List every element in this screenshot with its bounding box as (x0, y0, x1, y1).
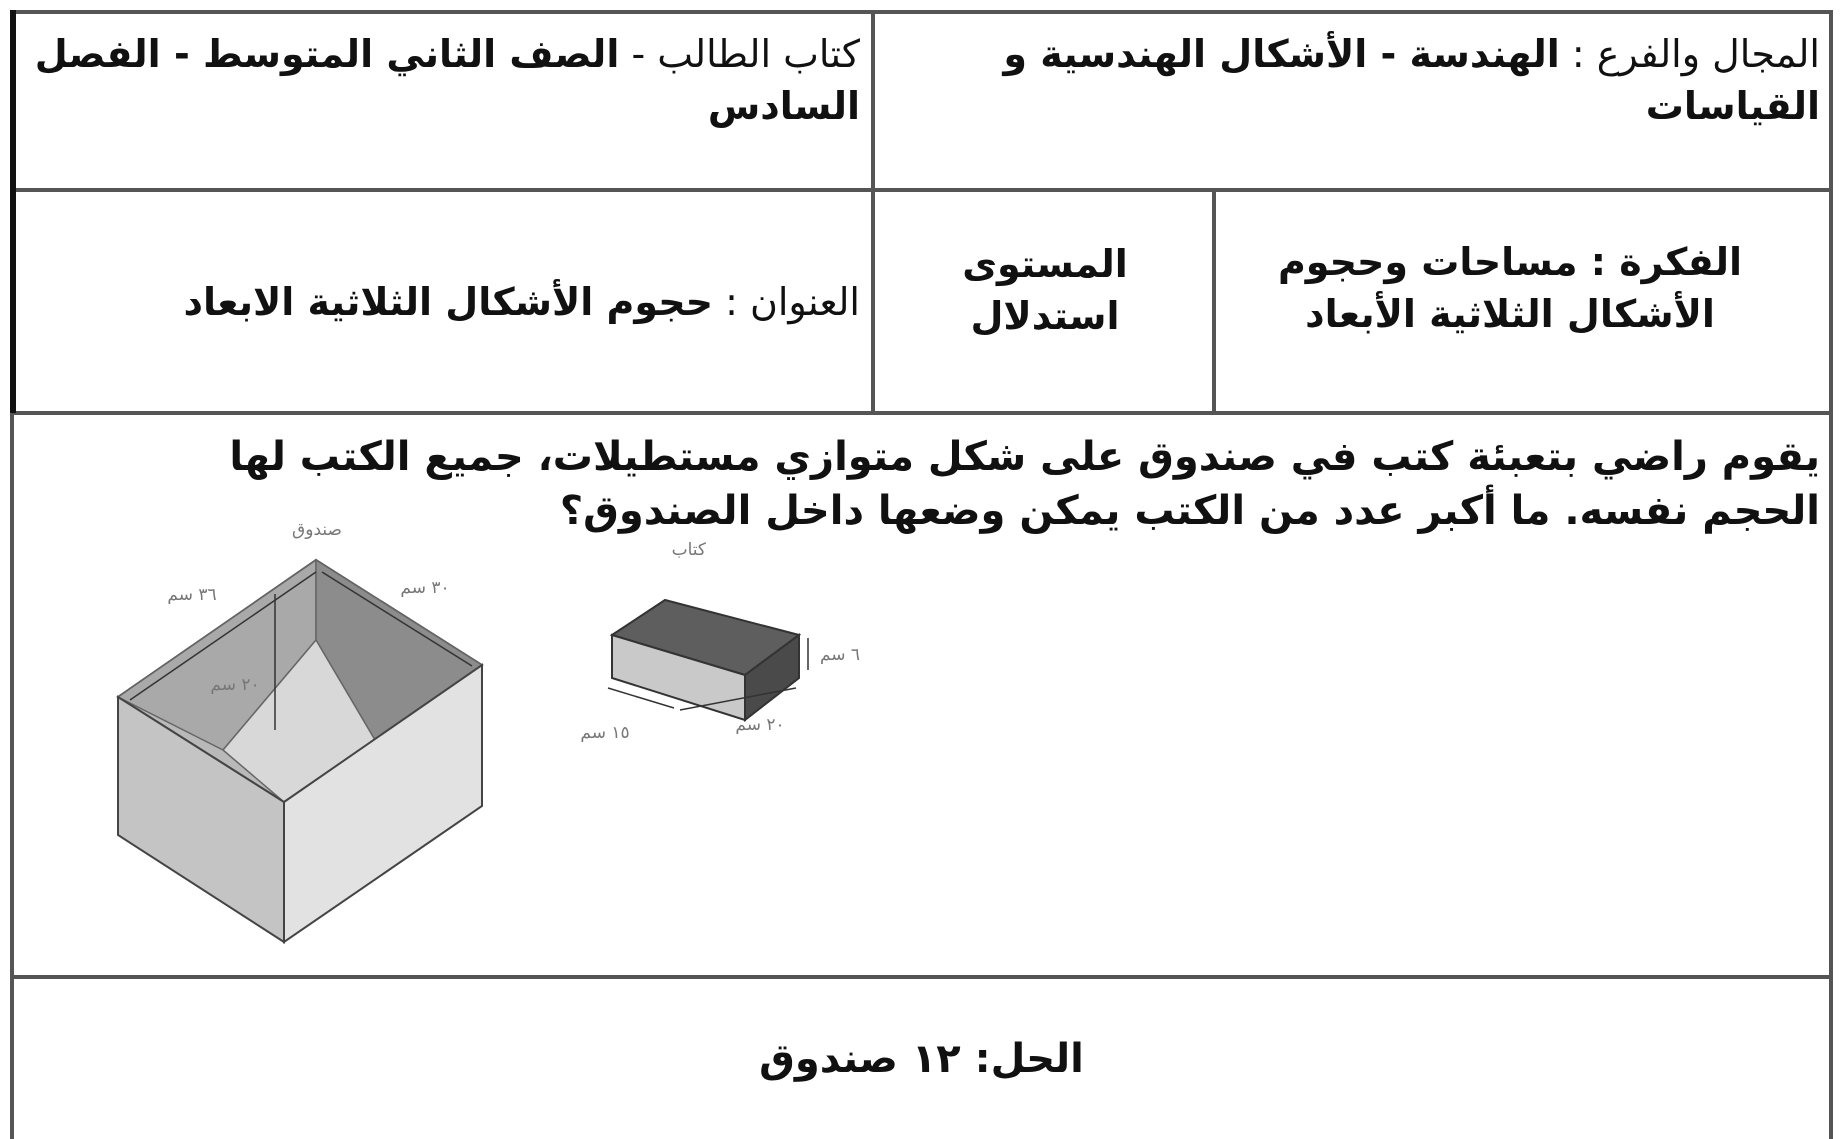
row-divider-1 (10, 188, 1833, 192)
book-diagram (607, 598, 809, 723)
box-width-label: ٣٠ سم (400, 578, 449, 598)
title-label: العنوان : (725, 280, 860, 324)
worksheet-frame (10, 10, 1833, 1139)
answer-text: الحل: ١٢ صندوق (759, 1036, 1084, 1082)
domain-cell: المجال والفرع : الهندسة - الأشكال الهندس… (890, 28, 1820, 132)
idea-cell: الفكرة : مساحات وحجوم الأشكال الثلاثية ا… (1225, 236, 1795, 340)
box-diagram (116, 558, 484, 944)
row-divider-2 (10, 411, 1833, 415)
book-length-label: ٢٠ سم (735, 715, 784, 735)
left-thick-border (10, 10, 16, 413)
idea-value: مساحات وحجوم الأشكال الثلاثية الأبعاد (1277, 240, 1715, 336)
col-divider-level (1212, 190, 1216, 413)
title-value: حجوم الأشكال الثلاثية الابعاد (183, 280, 713, 324)
domain-label: المجال والفرع : (1571, 32, 1820, 76)
col-divider-main (871, 10, 875, 413)
box-length-label: ٣٦ سم (167, 585, 216, 605)
book-height-label: ٦ سم (820, 645, 860, 665)
level-cell: المستوى استدلال (880, 238, 1210, 342)
idea-label: الفكرة : (1590, 240, 1743, 284)
book-value: الصف الثاني المتوسط - الفصل السادس (34, 32, 860, 128)
level-value: استدلال (970, 294, 1120, 338)
book-cell: كتاب الطالب - الصف الثاني المتوسط - الفص… (30, 28, 860, 132)
level-label: المستوى (962, 242, 1128, 286)
box-height-label: ٢٠ سم (210, 675, 259, 695)
book-label: كتاب الطالب - (631, 32, 860, 76)
box-and-book-figure: صندوق ٣٦ سم ٣٠ سم ٢٠ سم كتاب ٦ سم ٢٠ سم … (116, 520, 860, 944)
row-divider-3 (10, 975, 1833, 979)
domain-value: الهندسة - الأشكال الهندسية و القياسات (1003, 32, 1820, 128)
question-text: يقوم راضي بتعبئة كتب في صندوق على شكل مت… (229, 434, 1820, 534)
box-label: صندوق (292, 520, 342, 540)
book-label: كتاب (672, 540, 707, 560)
title-cell: العنوان : حجوم الأشكال الثلاثية الابعاد (30, 276, 860, 328)
book-width-label: ١٥ سم (580, 723, 629, 743)
